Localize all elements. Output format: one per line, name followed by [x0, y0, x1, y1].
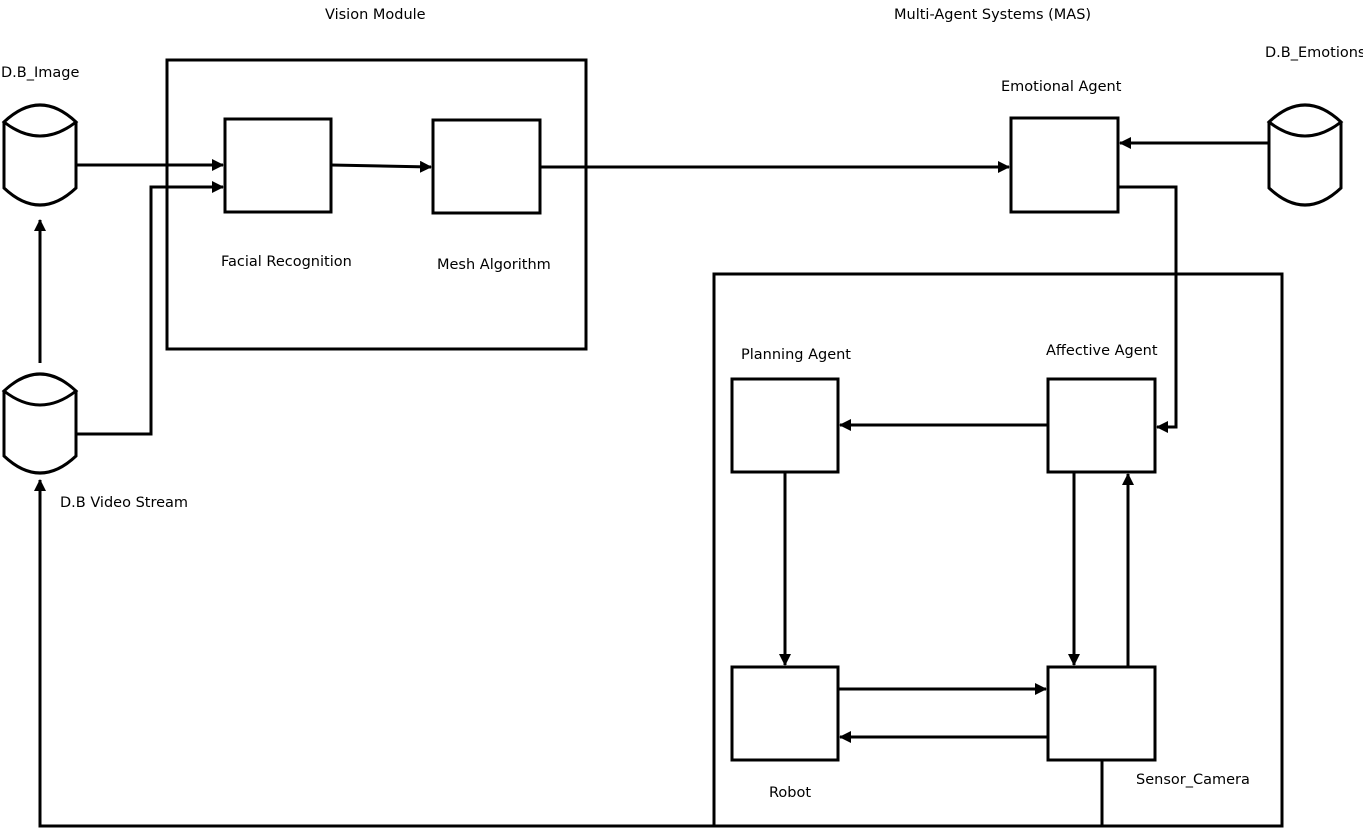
facial-recognition-box: [223, 117, 333, 214]
sensor-camera-box: [1046, 665, 1157, 762]
planning-agent-box: [730, 377, 840, 474]
mas-title: Multi-Agent Systems (MAS): [894, 7, 1091, 23]
vision-module-title: Vision Module: [325, 7, 426, 23]
facial-recognition-label: Facial Recognition: [221, 254, 352, 270]
emotional-agent-box: [1009, 116, 1120, 214]
arrow-sensor-camera-to-video-stream: [34, 479, 1104, 828]
mesh-algorithm-label: Mesh Algorithm: [437, 257, 551, 273]
arrow-video-stream-to-facial-recognition: [77, 181, 224, 436]
arrow-emotional-to-affective-agent: [1118, 185, 1178, 433]
db-emotions-cylinder: [1266, 103, 1344, 207]
planning-agent-label: Planning Agent: [741, 347, 851, 363]
db-video-stream-label: D.B Video Stream: [60, 495, 188, 511]
vision-module-container: [165, 58, 588, 351]
db-image-label: D.B_Image: [1, 65, 79, 81]
affective-agent-label: Affective Agent: [1046, 343, 1158, 359]
emotional-agent-label: Emotional Agent: [1001, 79, 1122, 95]
arrow-facial-recognition-to-mesh: [330, 160, 432, 173]
robot-label: Robot: [769, 785, 811, 801]
mesh-algorithm-box: [431, 118, 542, 215]
robot-box: [730, 665, 840, 762]
affective-agent-box: [1046, 377, 1157, 474]
db-image-cylinder: [1, 103, 79, 207]
db-video-stream-cylinder: [1, 372, 79, 475]
sensor-camera-label: Sensor_Camera: [1136, 772, 1250, 788]
db-emotions-label: D.B_Emotions: [1265, 45, 1363, 61]
